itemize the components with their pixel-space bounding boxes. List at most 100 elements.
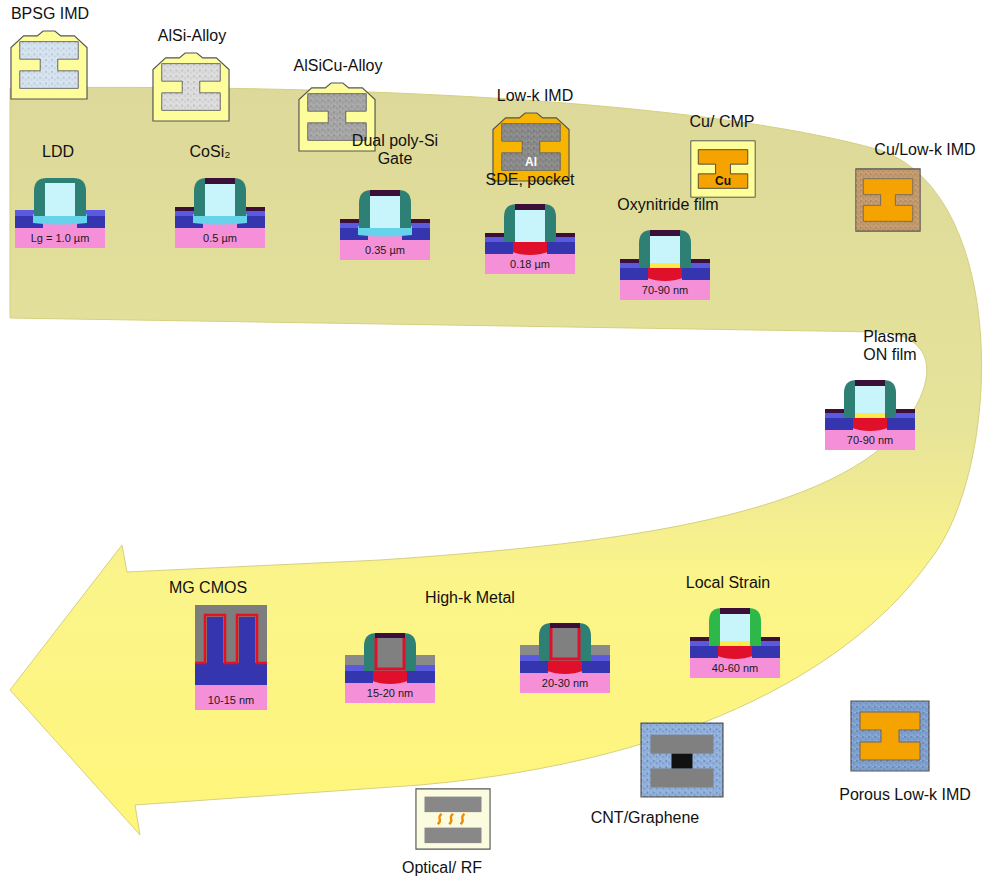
- gate: [855, 385, 885, 418]
- gate: [650, 235, 680, 268]
- gate-length: 70-90 nm: [642, 284, 688, 296]
- spacer: [539, 623, 591, 661]
- sd-silicide: [620, 259, 639, 263]
- spacer: [194, 178, 246, 216]
- wire: [425, 797, 482, 813]
- process-icon: CoSi₂0.5 µm: [175, 170, 265, 248]
- cross-section: [850, 700, 930, 772]
- spacer: [639, 230, 691, 268]
- spacer: [34, 178, 86, 216]
- gate: [45, 183, 75, 216]
- spacer: [709, 608, 761, 646]
- stage-label: LDD: [42, 143, 74, 161]
- sd-silicide: [691, 259, 710, 263]
- stage-label: Cu/ CMP: [690, 113, 755, 131]
- sd-silicide: [556, 233, 575, 237]
- stage-label: Optical/ RF: [402, 859, 482, 877]
- cross-section: [855, 168, 921, 232]
- process-icon: AlSi-Alloy: [152, 52, 230, 122]
- process-icon: 15-20 nm: [345, 625, 435, 703]
- gate-silicide: [720, 608, 750, 614]
- fin: [239, 617, 255, 685]
- sd-silicide: [825, 409, 844, 413]
- gate: [720, 613, 750, 646]
- wire: [651, 735, 714, 754]
- wire: [20, 42, 79, 89]
- wire: [651, 768, 714, 787]
- gate-silicide: [855, 380, 885, 386]
- gate-silicide: [515, 204, 545, 210]
- stage-label: AlSiCu-Alloy: [294, 57, 383, 75]
- process-icon: Cu/ CMPCu: [690, 140, 756, 198]
- sd-silicide: [340, 219, 359, 223]
- stage-label: Local Strain: [686, 574, 771, 592]
- dielectric: [641, 723, 723, 797]
- gate: [550, 628, 580, 661]
- sd-silicide: [896, 409, 915, 413]
- dielectric: [851, 701, 929, 771]
- sd-silicide: [246, 207, 265, 211]
- cross-section: [10, 30, 88, 100]
- spacer: [504, 204, 556, 242]
- high-k-layer: [376, 638, 404, 669]
- stage-label: BPSG IMD: [11, 5, 89, 23]
- process-icon: SDE, pocket0.18 µm: [485, 196, 575, 274]
- gate-silicide: [205, 178, 235, 184]
- spacer: [359, 190, 411, 228]
- sd-silicide: [485, 233, 504, 237]
- wire: [860, 712, 920, 760]
- dielectric: [856, 169, 920, 231]
- stage-label: AlSi-Alloy: [158, 27, 226, 45]
- process-icon: Plasma ON film70-90 nm: [825, 372, 915, 450]
- dielectric: [416, 789, 490, 849]
- gate-oxide: [720, 641, 750, 646]
- process-icon: 20-30 nm: [520, 615, 610, 693]
- process-icon: Oxynitride film70-90 nm: [620, 222, 710, 300]
- high-k-layer: [195, 615, 267, 663]
- stage-label: Dual poly-Si Gate: [340, 132, 450, 169]
- substrate: [195, 685, 267, 710]
- gate-oxide: [855, 413, 885, 418]
- wire-texture: [20, 42, 79, 89]
- process-icon: Dual poly-Si Gate0.35 µm: [340, 182, 430, 260]
- stage-label: CNT/Graphene: [591, 809, 700, 827]
- optical-signal: [449, 814, 453, 824]
- dielectric: [11, 31, 87, 99]
- sd-silicide: [411, 219, 430, 223]
- stage-label: MG CMOS: [169, 579, 247, 597]
- stage-label: Cu/Low-k IMD: [874, 141, 975, 159]
- wire-texture: [162, 64, 221, 111]
- fin: [207, 617, 223, 685]
- cross-section: [415, 788, 491, 850]
- process-icon: Optical/ RF: [415, 788, 491, 850]
- cnt-via: [672, 754, 693, 769]
- wire: [863, 179, 913, 222]
- wire: [425, 828, 482, 844]
- sd-silicide: [175, 207, 194, 211]
- sd-silicide: [761, 637, 780, 641]
- gate: [375, 638, 405, 671]
- dielectric-texture: [641, 723, 723, 797]
- gate-length: 0.18 µm: [510, 258, 550, 270]
- gate: [205, 183, 235, 216]
- process-icon: Porous Low-k IMD: [850, 700, 930, 772]
- gate-silicide: [370, 190, 400, 196]
- cross-section: [690, 140, 756, 198]
- dielectric-texture: [851, 701, 929, 771]
- process-icon: BPSG IMD: [10, 30, 88, 100]
- gate-length: 70-90 nm: [847, 434, 893, 446]
- wire: [162, 64, 221, 111]
- group-label: High-k Metal: [425, 589, 515, 607]
- stage-label: Plasma ON film: [855, 328, 925, 365]
- metal-label: Al: [525, 155, 537, 169]
- optical-signal: [438, 814, 442, 824]
- stage-label: Low-k IMD: [497, 87, 573, 105]
- stage-label: Oxynitride film: [617, 196, 718, 214]
- stage-label: CoSi₂: [190, 143, 231, 161]
- gate-length: 40-60 nm: [712, 662, 758, 674]
- gate: [515, 209, 545, 242]
- process-icon: Cu/Low-k IMD: [855, 168, 921, 232]
- dielectric: [691, 141, 755, 197]
- gate-length: 0.5 µm: [203, 232, 237, 244]
